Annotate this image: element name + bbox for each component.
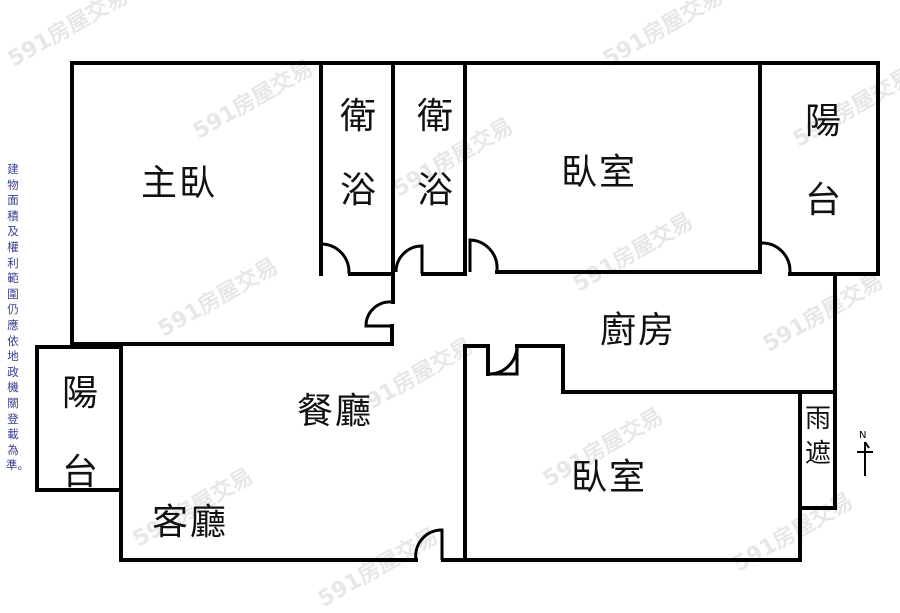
room-label-master-bedroom: 主臥: [141, 163, 218, 204]
room-label-dining-room: 餐廳: [297, 391, 374, 432]
door-swing: [468, 238, 499, 272]
door-swing: [364, 300, 393, 328]
room-label-balcony-right: 陽台: [804, 101, 841, 222]
compass-icon: [857, 441, 873, 476]
room-label-living-room: 客廳: [152, 502, 229, 543]
disclaimer-text: 建物面積及權利範圍仍應依地政機關登載為準。: [6, 162, 29, 473]
north-label: N: [859, 430, 867, 441]
room-label-bedroom-bottom: 臥室: [571, 457, 648, 498]
door-swing: [320, 242, 351, 274]
door-swing: [394, 244, 424, 274]
room-label-kitchen: 廚房: [600, 310, 677, 351]
door-swing: [761, 241, 792, 273]
room-label-bedroom-top: 臥室: [561, 152, 638, 193]
room-label-balcony-left: 陽台: [61, 373, 98, 494]
room-label-bathroom-1: 衛浴: [339, 96, 376, 211]
door-swing: [488, 345, 519, 376]
room-label-bathroom-2: 衛浴: [416, 96, 453, 211]
north-arrow: N: [853, 430, 877, 480]
door-swing: [414, 528, 444, 561]
room-label-canopy: 雨遮: [804, 404, 831, 470]
